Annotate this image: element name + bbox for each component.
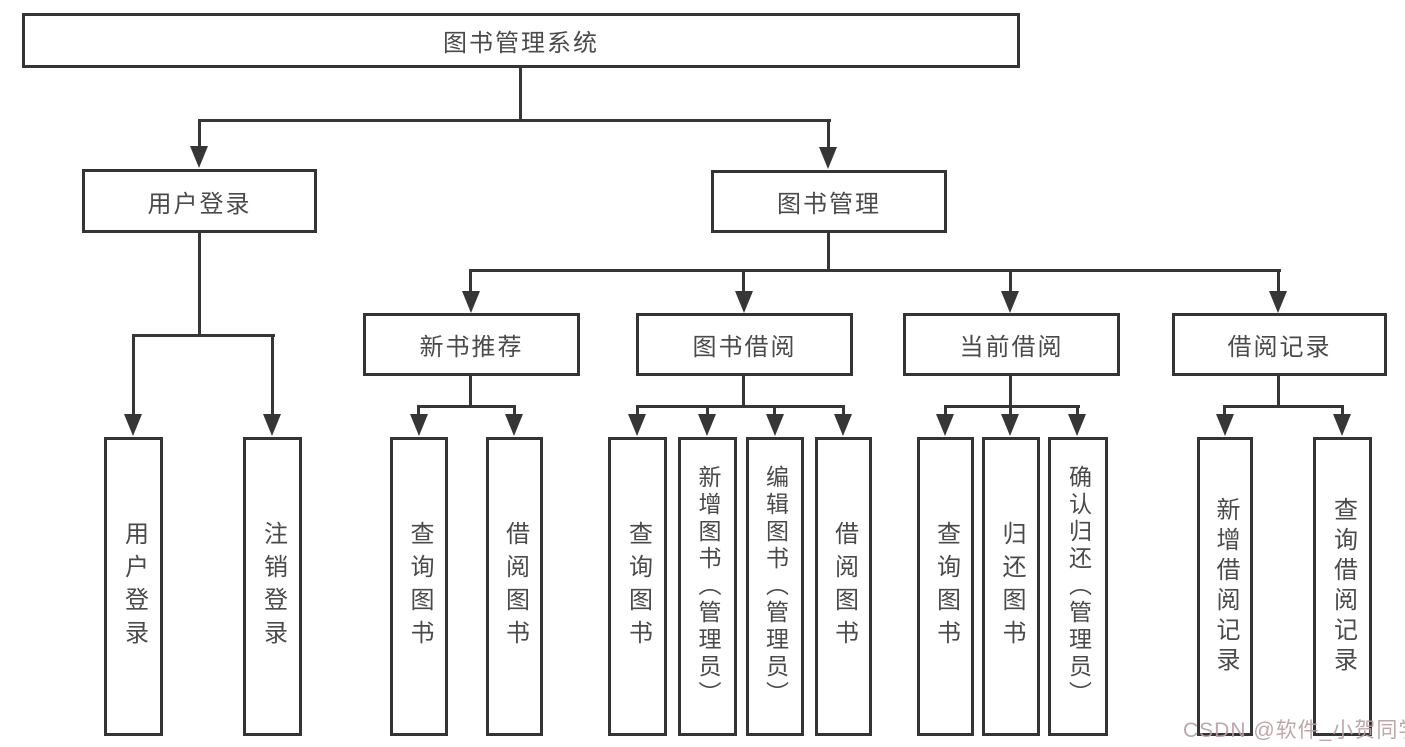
leaf-edit-book-admin: 编辑图书（管理员） [746,437,804,736]
connector-line [1009,269,1012,295]
arrow-down-icon [1001,414,1019,436]
connector-line [636,405,639,418]
leaf-label: 查询借阅记录 [1329,496,1357,677]
connector-line [469,269,1281,272]
connector-line [1076,405,1079,418]
connector-line [827,233,830,272]
node-label: 图书管理 [777,191,881,218]
arrow-down-icon [1001,291,1019,313]
arrow-down-icon [1269,291,1287,313]
node-label: 图书借阅 [692,334,797,361]
connector-line [1009,376,1012,407]
connector-line [827,119,830,151]
leaf-borrow-books: 借阅图书 [815,437,872,736]
arrow-down-icon [1216,414,1234,436]
connector-line [1223,405,1226,418]
arrow-down-icon [462,291,480,313]
arrow-down-icon [766,414,784,436]
arrow-down-icon [628,414,646,436]
node-label: 当前借阅 [959,334,1064,361]
arrow-down-icon [1333,414,1351,436]
connector-line [1223,405,1344,408]
arrow-down-icon [735,291,753,313]
connector-line [742,376,745,407]
leaf-label: 查询图书 [932,520,960,653]
leaf-query-books-current: 查询图书 [917,437,974,736]
node-label: 新书推荐 [419,334,524,361]
connector-line [198,119,831,122]
arrow-down-icon [124,414,142,436]
leaf-label: 确认归还（管理员） [1065,465,1092,708]
arrow-down-icon [1068,414,1086,436]
leaf-add-book-admin: 新增图书（管理员） [678,437,737,736]
arrow-down-icon [263,414,281,436]
node-current-borrowing: 当前借阅 [903,313,1120,376]
arrow-down-icon [834,414,852,436]
connector-line [1341,405,1344,418]
leaf-label: 查询图书 [406,520,433,653]
connector-line [417,405,420,418]
leaf-user-login: 用户登录 [104,437,163,736]
connector-line [742,269,745,295]
connector-line [132,334,135,418]
node-borrowing-records: 借阅记录 [1172,313,1387,376]
leaf-query-books-borrow: 查询图书 [608,437,667,736]
connector-line [636,405,845,408]
node-label: 图书管理系统 [443,30,599,57]
arrow-down-icon [819,147,837,169]
connector-line [132,334,275,337]
connector-line [417,405,516,408]
connector-line [271,334,274,418]
connector-line [706,405,709,418]
leaf-label: 新增借阅记录 [1212,496,1239,677]
leaf-return-books: 归还图书 [982,437,1040,736]
leaf-label: 借阅图书 [501,520,529,653]
node-label: 用户登录 [147,190,252,218]
node-library-management-system: 图书管理系统 [22,13,1020,68]
csdn-watermark: CSDN @软件_小贺同学 [1183,719,1405,742]
arrow-down-icon [936,414,954,436]
connector-line [773,405,776,418]
connector-line [519,68,522,122]
connector-line [198,233,201,337]
leaf-borrow-books-recommend: 借阅图书 [486,437,543,736]
leaf-label: 编辑图书（管理员） [762,465,789,708]
connector-line [469,376,472,407]
leaf-label: 借阅图书 [830,520,858,653]
leaf-label: 注销登录 [259,520,287,653]
arrow-down-icon [190,146,208,168]
connector-line [944,405,1080,408]
connector-line [944,405,947,418]
connector-line [198,119,201,150]
leaf-add-borrow-record: 新增借阅记录 [1197,437,1253,736]
leaf-label: 新增图书（管理员） [695,465,721,708]
node-book-management: 图书管理 [711,170,947,233]
connector-line [513,405,516,418]
arrow-down-icon [698,414,716,436]
leaf-label: 归还图书 [998,520,1025,653]
connector-line [1277,376,1280,407]
node-new-book-recommend: 新书推荐 [363,313,580,376]
connector-line [469,269,472,295]
connector-line [842,405,845,418]
connector-line [1277,269,1280,295]
node-book-borrowing: 图书借阅 [636,313,853,376]
leaf-logout: 注销登录 [243,437,302,736]
leaf-query-borrow-record: 查询借阅记录 [1313,437,1372,736]
leaf-label: 查询图书 [624,520,652,653]
node-label: 借阅记录 [1227,334,1332,361]
arrow-down-icon [410,414,428,436]
node-user-login: 用户登录 [82,169,317,233]
leaf-query-books-recommend: 查询图书 [390,437,448,736]
arrow-down-icon [505,414,523,436]
connector-line [1009,405,1012,418]
leaf-label: 用户登录 [120,520,148,653]
leaf-confirm-return-admin: 确认归还（管理员） [1048,437,1108,736]
